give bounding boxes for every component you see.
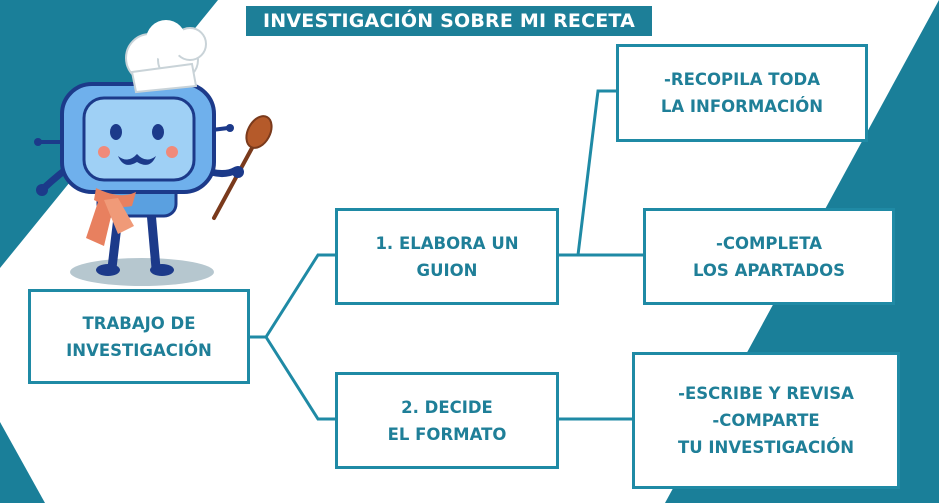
node-step2-a: -ESCRIBE Y REVISA -COMPARTE TU INVESTIGA…	[632, 352, 900, 489]
node-step2-a-line-3: TU INVESTIGACIÓN	[677, 438, 855, 457]
node-step1-a: -RECOPILA TODA LA INFORMACIÓN	[616, 44, 868, 142]
node-step2-line-2: EL FORMATO	[387, 424, 507, 444]
bottom-left-teal-shape	[0, 422, 45, 503]
scarf-icon	[86, 188, 136, 246]
node-step1: 1. ELABORA UN GUION	[335, 208, 559, 305]
mustache-icon	[118, 154, 156, 165]
node-root-line-2: INVESTIGACIÓN	[66, 340, 212, 360]
node-step2-line-1: 2. DECIDE	[401, 397, 493, 417]
node-root: TRABAJO DE INVESTIGACIÓN	[28, 289, 250, 384]
node-step2: 2. DECIDE EL FORMATO	[335, 372, 559, 469]
connector-root-step1	[248, 253, 337, 339]
connector-root-step2	[264, 336, 337, 421]
node-step2-a-line-2: -COMPARTE	[712, 411, 820, 430]
chef-hat-icon	[125, 20, 207, 94]
node-step1-line-2: GUION	[416, 260, 478, 280]
node-step1-b: -COMPLETA LOS APARTADOS	[643, 208, 895, 305]
node-step1-line-1: 1. ELABORA UN	[375, 233, 519, 253]
robot-chef-mascot	[34, 20, 273, 286]
mascot-shadow	[70, 258, 214, 286]
node-root-line-1: TRABAJO DE	[82, 313, 196, 333]
node-step1-b-line-2: LOS APARTADOS	[692, 260, 845, 280]
connector-step1-a	[557, 89, 618, 257]
node-step1-a-line-1: -RECOPILA TODA	[664, 70, 820, 89]
node-step1-b-line-1: -COMPLETA	[715, 233, 823, 253]
node-step2-a-line-1: -ESCRIBE Y REVISA	[678, 384, 854, 403]
page-title: INVESTIGACIÓN SOBRE MI RECETA	[246, 6, 652, 36]
node-step1-a-line-2: LA INFORMACIÓN	[660, 97, 824, 116]
wooden-spoon-icon	[212, 115, 273, 220]
